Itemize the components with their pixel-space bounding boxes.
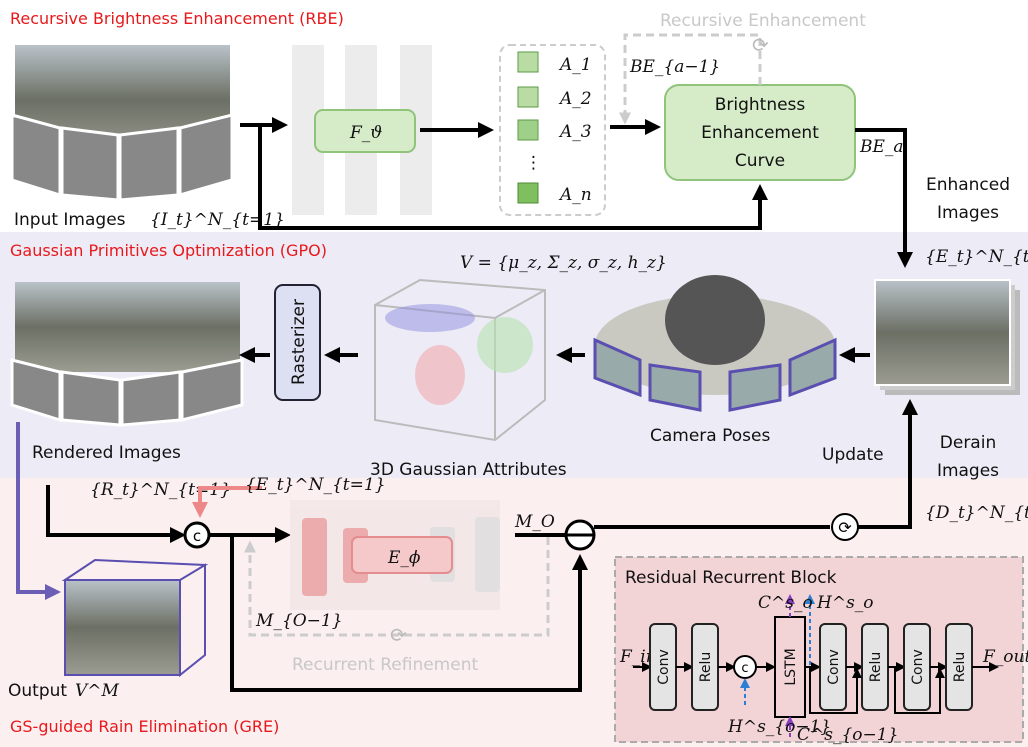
skip-arrow xyxy=(258,125,768,230)
gaussian-cube xyxy=(374,278,546,442)
recurrent-loop-arrow xyxy=(244,537,550,637)
c-in-label: C^s_{o−1} xyxy=(797,725,898,745)
camera-poses-scene xyxy=(593,275,837,412)
residual-arrow xyxy=(230,535,588,692)
output-label: Output xyxy=(8,681,67,701)
cycle-icon: ⟳ xyxy=(390,623,407,647)
cycle-icon: ⟳ xyxy=(838,518,852,537)
curve-line-1: Brightness xyxy=(715,95,806,115)
mask-out-label: M_O xyxy=(514,512,555,532)
attributes-label: 3D Gaussian Attributes xyxy=(370,460,567,480)
rasterizer-label: Rasterizer xyxy=(289,299,309,385)
e-phi-label: E_ϕ xyxy=(387,548,421,568)
camera-poses-label: Camera Poses xyxy=(650,426,770,446)
h-out-label: H^s_o xyxy=(816,593,874,613)
param-an: A_n xyxy=(558,185,592,205)
rendered-math: {R_t}^N_{t=1} xyxy=(90,480,231,500)
curve-params: A_1 A_2 A_3 ⋮ A_n xyxy=(517,51,592,205)
concat-node xyxy=(183,521,211,549)
param-a1: A_1 xyxy=(558,55,592,75)
param-a2: A_2 xyxy=(558,89,592,109)
cycle-icon: ⟳ xyxy=(752,33,769,57)
network-f-theta: F_ϑ xyxy=(292,45,432,215)
rasterizer-box xyxy=(274,284,321,401)
update-label: Update xyxy=(822,445,884,465)
param-ellipsis: ⋮ xyxy=(525,153,542,173)
curve-line-2: Enhancement xyxy=(701,123,819,143)
svg-text:Relu: Relu xyxy=(868,652,884,682)
derain-images xyxy=(874,279,1020,395)
svg-text:Relu: Relu xyxy=(952,652,968,682)
derain-line-1: Derain xyxy=(940,433,996,453)
input-images xyxy=(10,45,234,202)
output-cube xyxy=(61,558,209,678)
enhanced-math: {E_t}^N_{t=1} xyxy=(925,247,1028,267)
be-cur-label: BE_a xyxy=(859,137,904,157)
input-images-label: Input Images xyxy=(14,210,126,230)
rendered-images xyxy=(10,282,244,427)
update-arrow xyxy=(858,399,918,529)
enhanced-line-2: Images xyxy=(937,203,999,223)
svg-text:Conv: Conv xyxy=(656,649,672,685)
recursive-loop-arrow xyxy=(619,33,762,125)
svg-text:Conv: Conv xyxy=(826,649,842,685)
svg-text:Relu: Relu xyxy=(698,652,714,682)
derain-network xyxy=(290,500,500,610)
rrb-blocks: Conv Relu c LSTM Conv Relu Conv Relu xyxy=(633,594,999,737)
gpo-title: Gaussian Primitives Optimization (GPO) xyxy=(10,241,327,260)
output-arrow xyxy=(16,422,61,600)
c-out-label: C^s_o xyxy=(758,593,813,613)
derain-line-2: Images xyxy=(937,461,999,481)
rendered-label: Rendered Images xyxy=(32,443,181,463)
svg-text:LSTM: LSTM xyxy=(783,648,799,685)
recursive-enhancement-label: Recursive Enhancement xyxy=(660,11,866,31)
rendered-to-concat-arrow xyxy=(46,485,186,543)
h-in-label: H^s_{o−1} xyxy=(727,717,831,737)
gre-enhanced-math: {E_t}^N_{t=1} xyxy=(245,475,386,495)
rrb-title: Residual Recurrent Block xyxy=(625,568,837,588)
concat-label: c xyxy=(193,527,201,545)
f-out-label: F_out xyxy=(982,647,1028,667)
rbe-title: Recursive Brightness Enhancement (RBE) xyxy=(10,9,344,28)
enhanced-to-concat-arrow xyxy=(192,486,262,518)
gre-title: GS-guided Rain Elimination (GRE) xyxy=(10,717,279,736)
v-formula: V = {μ_z, Σ_z, σ_z, h_z} xyxy=(460,253,667,273)
curve-params-box xyxy=(499,44,606,216)
curve-line-3: Curve xyxy=(735,151,785,171)
svg-text:c: c xyxy=(741,661,748,676)
derain-math: {D_t}^N_{t=1} xyxy=(925,503,1028,523)
svg-text:Conv: Conv xyxy=(910,649,926,685)
enhanced-line-1: Enhanced xyxy=(926,175,1010,195)
enhanced-arrow xyxy=(855,128,913,268)
be-prev-label: BE_{a−1} xyxy=(629,57,720,77)
param-a3: A_3 xyxy=(558,122,592,142)
mask-prev-label: M_{O−1} xyxy=(255,611,343,631)
recurrent-refinement-label: Recurrent Refinement xyxy=(292,655,478,675)
f-theta-label: F_ϑ xyxy=(349,123,382,143)
input-images-math: {I_t}^N_{t=1} xyxy=(150,210,285,230)
output-math: V^M xyxy=(75,681,120,701)
